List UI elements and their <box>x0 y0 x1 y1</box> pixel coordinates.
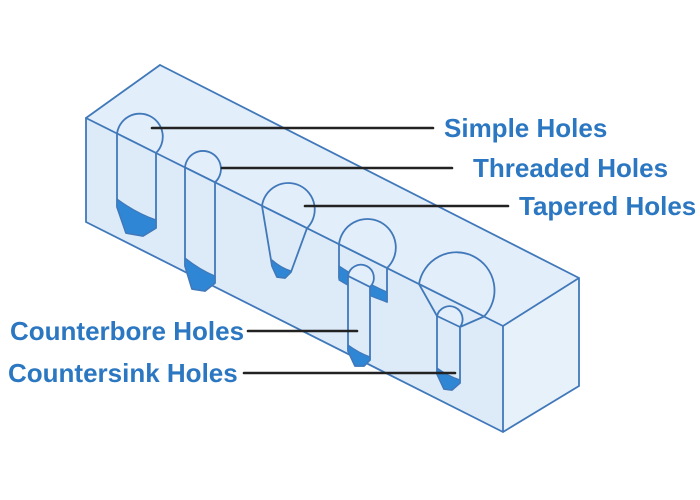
labels: Simple Holes Threaded Holes Tapered Hole… <box>8 113 696 388</box>
threaded-hole <box>184 150 222 292</box>
tapered-hole-bottom <box>271 259 292 279</box>
leader-lines <box>150 126 510 375</box>
simple-holes-label: Simple Holes <box>444 113 607 143</box>
block-right-face <box>503 278 579 432</box>
simple-hole-bottom <box>116 198 157 237</box>
tapered-hole <box>261 182 316 279</box>
simple-hole <box>116 112 164 237</box>
countersink-outer-rim <box>418 251 496 318</box>
threaded-hole-bottom <box>184 257 216 292</box>
counterbore-hole <box>338 218 397 367</box>
countersink-throat-rim <box>436 305 464 328</box>
countersink-holes-label: Countersink Holes <box>8 358 238 388</box>
simple-hole-rim <box>116 112 164 154</box>
threaded-hole-rim <box>184 150 222 184</box>
tapered-hole-rim <box>261 182 316 230</box>
countersink-hole <box>418 251 496 391</box>
counterbore-outer-rim <box>338 218 397 269</box>
threaded-holes-label: Threaded Holes <box>473 153 668 183</box>
block-front-top-edge <box>85 117 504 327</box>
counterbore-inner-rim <box>347 263 375 288</box>
counterbore-holes-label: Counterbore Holes <box>10 316 244 346</box>
counterbore-shaft-bottom <box>347 344 371 367</box>
block-outer-edges <box>85 64 580 433</box>
tapered-holes-label: Tapered Holes <box>519 191 696 221</box>
